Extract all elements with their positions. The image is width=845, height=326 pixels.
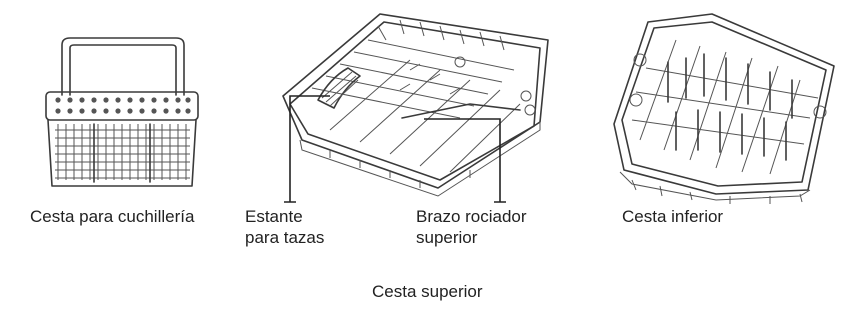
spray-arm-leader [424, 118, 506, 203]
upper-spray-arm-label: Brazo rociador superior [416, 207, 527, 247]
upper-basket-image [282, 13, 549, 197]
upper-basket-label: Cesta superior [372, 282, 483, 301]
cup-shelf-leader [284, 95, 330, 203]
lower-basket-label: Cesta inferior [622, 207, 724, 226]
cup-shelf-label: Estante para tazas [245, 207, 325, 247]
basket-holes [55, 97, 191, 114]
lower-basket-image [613, 13, 835, 204]
cutlery-basket-image [45, 37, 199, 187]
cutlery-basket-label: Cesta para cuchillería [30, 207, 195, 226]
